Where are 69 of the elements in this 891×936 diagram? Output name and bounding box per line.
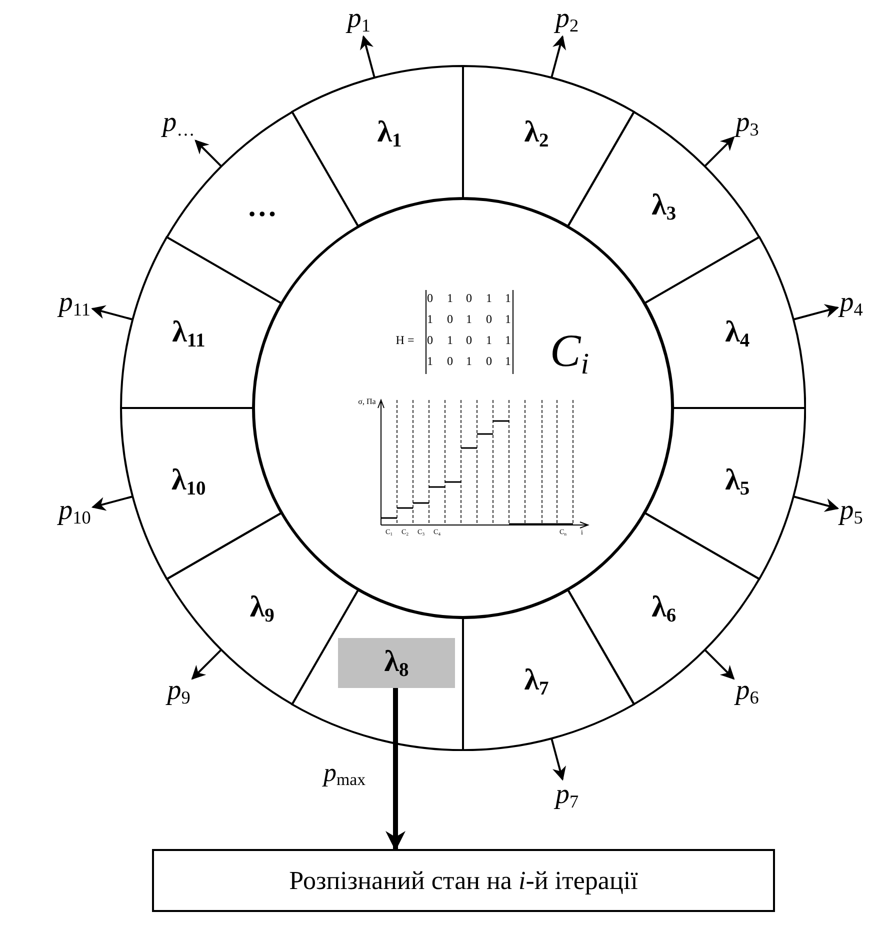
matrix-entry: 0 bbox=[447, 313, 453, 325]
result-box: Розпізнаний стан на i-й ітерації bbox=[152, 849, 775, 912]
arrow bbox=[91, 305, 133, 320]
matrix-entry: 1 bbox=[466, 313, 472, 325]
matrix-entry: 0 bbox=[466, 334, 472, 346]
arrow bbox=[704, 649, 735, 680]
segment-label: λ$_{10}$ bbox=[172, 463, 206, 500]
matrix-label: H = bbox=[396, 334, 414, 346]
ring-segment bbox=[120, 407, 282, 580]
matrix-entry: 1 bbox=[447, 292, 453, 304]
probability-label: p$_{3}$ bbox=[736, 108, 759, 139]
matrix-entry: 0 bbox=[486, 355, 492, 367]
matrix-entry: 1 bbox=[427, 355, 433, 367]
matrix-entry: 1 bbox=[427, 313, 433, 325]
arrow bbox=[793, 304, 840, 320]
axis-label: σ, Па bbox=[358, 398, 376, 406]
arrow bbox=[191, 649, 222, 680]
segment-label: λ$_{1}$ bbox=[377, 115, 402, 152]
probability-label: p$_{9}$ bbox=[167, 677, 190, 708]
probability-label: p$_{6}$ bbox=[736, 677, 759, 708]
arrow bbox=[360, 35, 376, 78]
matrix-entry: 1 bbox=[447, 334, 453, 346]
segment-label: λ$_{3}$ bbox=[652, 188, 676, 226]
probability-label: p$_{…}$ bbox=[162, 108, 195, 139]
matrix-entry: 1 bbox=[505, 313, 511, 325]
segment-label: λ$_{4}$ bbox=[725, 316, 750, 353]
ring-segment bbox=[644, 407, 806, 580]
segment-label: λ$_{9}$ bbox=[250, 590, 274, 628]
ring-segment bbox=[567, 110, 760, 304]
matrix-entry: 0 bbox=[447, 355, 453, 367]
probability-label: p$_{1}$ bbox=[347, 4, 370, 35]
matrix-entry: 0 bbox=[427, 334, 433, 346]
matrix-entry: 0 bbox=[486, 313, 492, 325]
arrow bbox=[550, 738, 566, 781]
ring-segment bbox=[120, 236, 282, 409]
probability-label: p$_{10}$ bbox=[58, 497, 91, 527]
probability-label: p$_{5}$ bbox=[840, 497, 863, 527]
ring-segment bbox=[291, 65, 464, 228]
ring-segment bbox=[462, 588, 635, 751]
probability-label: p$_{2}$ bbox=[555, 4, 579, 35]
probability-label: p$_{7}$ bbox=[555, 781, 579, 812]
matrix-entry: 1 bbox=[466, 355, 472, 367]
segment-label: λ$_{11}$ bbox=[172, 316, 206, 353]
arrow bbox=[194, 140, 222, 167]
matrix-entry: 1 bbox=[505, 292, 511, 304]
ring-segment bbox=[644, 236, 806, 409]
cluster-label: C$_{i}$ bbox=[550, 324, 589, 382]
segment-label: λ$_{5}$ bbox=[725, 463, 750, 500]
segment-label: λ$_{6}$ bbox=[652, 590, 676, 628]
ring-segment bbox=[166, 512, 359, 706]
matrix-entry: 1 bbox=[505, 334, 511, 346]
arrow bbox=[91, 496, 133, 511]
segment-label: … bbox=[247, 190, 278, 224]
arrow bbox=[793, 496, 840, 512]
matrix-entry: 0 bbox=[427, 292, 433, 304]
probability-label: p$_{11}$ bbox=[58, 289, 90, 319]
arrow bbox=[386, 688, 406, 851]
ring-segment bbox=[567, 512, 760, 706]
matrix-entry: 1 bbox=[486, 334, 492, 346]
matrix-entry: 1 bbox=[486, 292, 492, 304]
matrix-entry: 0 bbox=[466, 292, 472, 304]
ring-segment bbox=[462, 65, 635, 228]
matrix-entry: 1 bbox=[505, 355, 511, 367]
highlight-box: λ$_{8}$ bbox=[338, 638, 455, 688]
arrow bbox=[704, 136, 735, 167]
probability-label: p$_{4}$ bbox=[840, 289, 863, 319]
segment-label: λ$_{2}$ bbox=[524, 115, 549, 152]
segment-label: λ$_{7}$ bbox=[524, 664, 549, 701]
arrow bbox=[550, 35, 566, 78]
